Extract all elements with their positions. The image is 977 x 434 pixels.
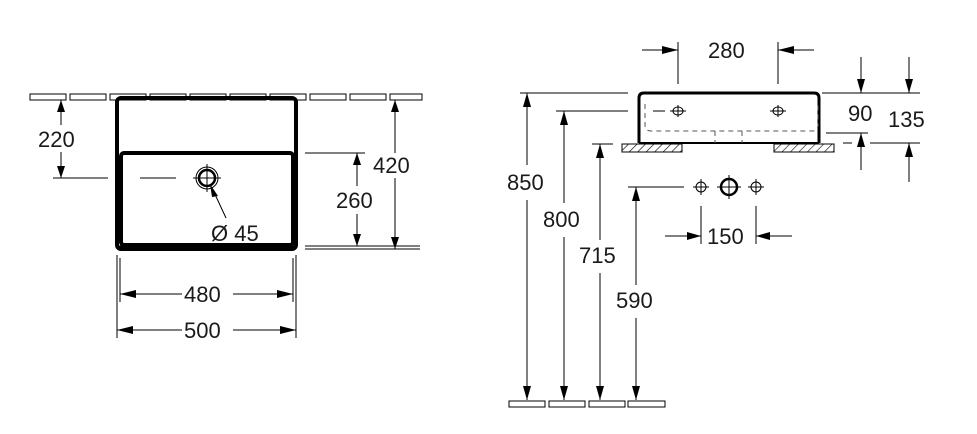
dim-260-label: 260 — [336, 188, 373, 213]
dim-280-label: 280 — [708, 38, 745, 63]
dim-500-label: 500 — [184, 318, 221, 343]
water-connection-right-icon — [748, 179, 764, 195]
dim-90-label: 90 — [848, 101, 872, 126]
waste-connection-icon — [717, 175, 741, 199]
dim-715-label: 715 — [579, 243, 616, 268]
floor-tiles — [508, 400, 666, 408]
basin-side-profile — [637, 91, 821, 143]
dim-800-label: 800 — [543, 207, 580, 232]
countertop-left — [621, 143, 683, 153]
overflow-hole-right-icon — [770, 105, 786, 117]
countertop-right — [773, 143, 835, 153]
dim-850-label: 850 — [507, 170, 544, 195]
dim-480-label: 480 — [184, 282, 221, 307]
overflow-hole-left-icon — [670, 105, 686, 117]
dim-420-label: 420 — [373, 153, 410, 178]
top-view: Ø 45 220 260 420 480 — [29, 93, 423, 343]
drain-diameter-label: Ø 45 — [211, 221, 259, 246]
dim-150-label: 150 — [707, 224, 744, 249]
dim-590-label: 590 — [616, 288, 653, 313]
water-connection-left-icon — [693, 179, 709, 195]
side-view: 280 90 — [507, 38, 925, 408]
drain-icon — [193, 164, 221, 192]
basin-outline — [115, 96, 298, 251]
dim-220-label: 220 — [38, 127, 75, 152]
dim-135-label: 135 — [888, 107, 925, 132]
bowl-outline — [119, 151, 295, 247]
